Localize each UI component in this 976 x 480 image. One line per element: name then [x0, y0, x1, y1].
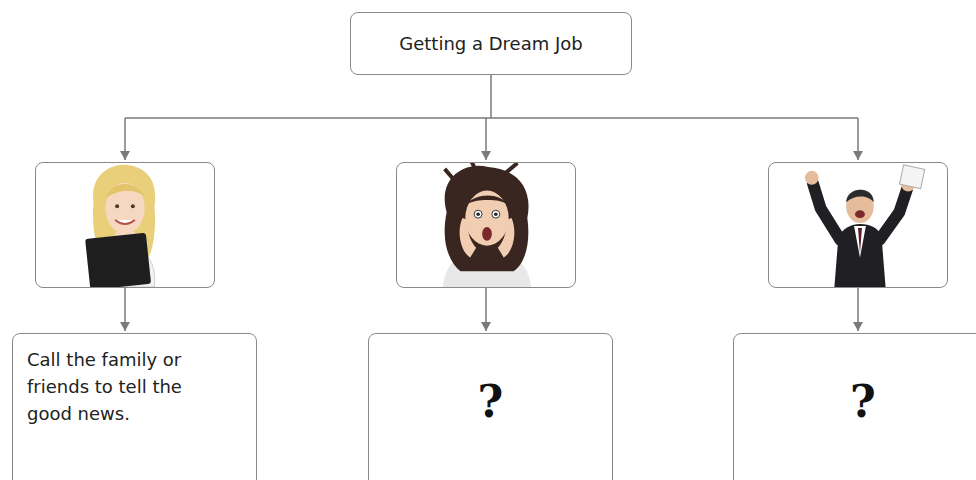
answer-box: ? — [368, 333, 613, 480]
arrow-head — [120, 151, 130, 160]
arrow-head — [853, 322, 863, 331]
arrow-line — [125, 75, 858, 118]
action-text: Call the family or friends to tell the g… — [27, 346, 207, 427]
title-box: Getting a Dream Job — [350, 12, 632, 75]
woman-illustration — [36, 163, 214, 287]
man-illustration — [769, 163, 947, 287]
question-mark: ? — [850, 378, 876, 426]
woman-illustration — [397, 163, 575, 287]
title-text: Getting a Dream Job — [399, 33, 582, 54]
arrow-head — [120, 322, 130, 331]
action-box: Call the family or friends to tell the g… — [12, 333, 257, 480]
photo-surprised-woman — [396, 162, 576, 288]
arrow-head — [481, 151, 491, 160]
answer-box: ? — [733, 333, 976, 480]
arrow-head — [481, 322, 491, 331]
photo-smiling-woman — [35, 162, 215, 288]
arrow-head — [853, 151, 863, 160]
question-mark: ? — [478, 378, 504, 426]
photo-cheering-man — [768, 162, 948, 288]
